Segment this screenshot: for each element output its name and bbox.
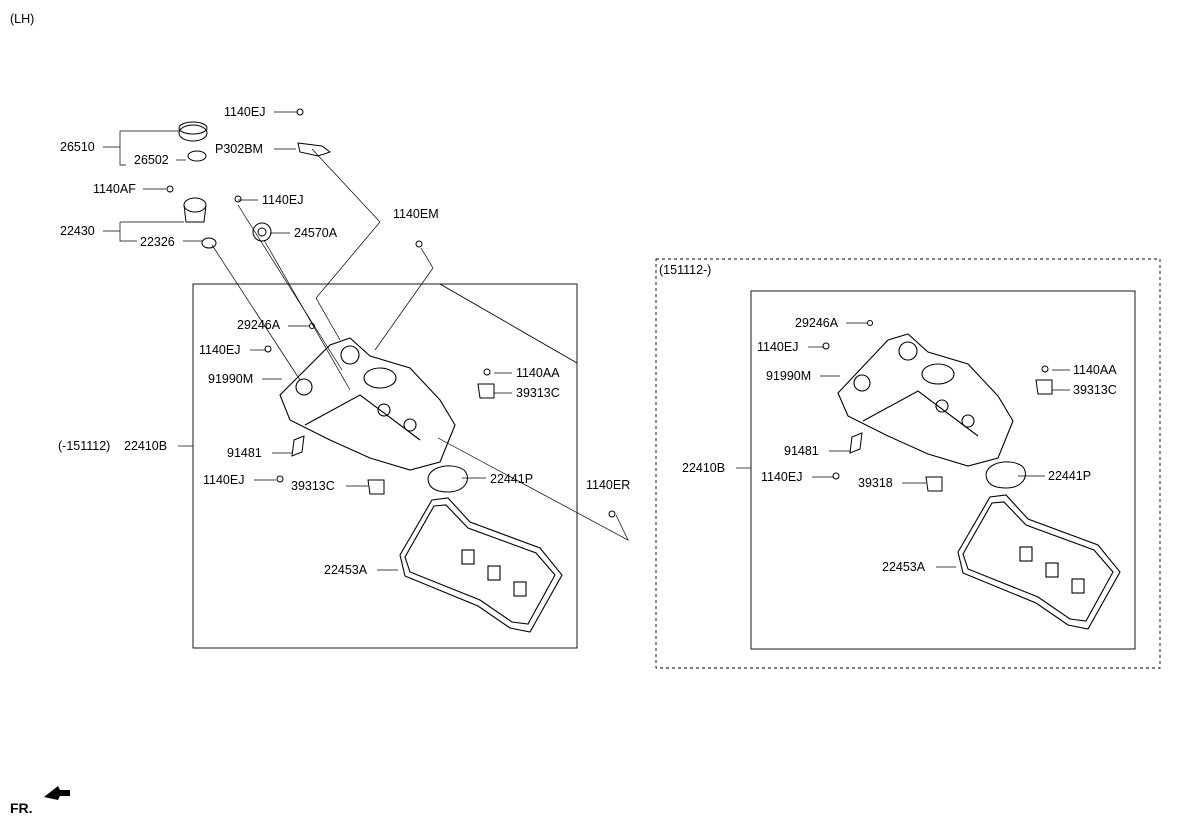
left-assembly-frame: [192, 283, 578, 649]
label-39313c-right: 39313C: [1073, 383, 1117, 397]
ring-sketch: [201, 237, 217, 249]
pcv-valve-sketch: [297, 142, 332, 157]
bolt-sketches-right: [822, 320, 1049, 480]
label-22326: 22326: [140, 235, 175, 249]
gasket-22441p-sketch-right: [985, 461, 1026, 489]
label-39313c-top-left: 39313C: [516, 386, 560, 400]
oil-filler-cap-sketch: [178, 121, 208, 142]
oil-control-valve-sketch-left: [367, 383, 495, 495]
label-22441p-left: 22441P: [490, 472, 534, 486]
cap-gasket-sketch: [187, 150, 207, 162]
revision-frame-dashed: [655, 258, 1161, 669]
leader-lines-right: [736, 322, 1070, 568]
sensor-24570a-sketch: [252, 222, 272, 242]
label-91990m-left: 91990M: [208, 372, 254, 386]
label-1140er: 1140ER: [586, 478, 631, 492]
label-26510: 26510: [60, 140, 95, 154]
revision-label-right: (151112-): [659, 263, 712, 277]
front-arrow-icon: [44, 786, 70, 800]
leader-lines-left: [103, 111, 629, 571]
label-24570a: 24570A: [294, 226, 338, 240]
label-91481-left: 91481: [227, 446, 262, 460]
front-label: FR.: [10, 800, 33, 816]
filler-neck-sketch: [183, 197, 207, 223]
gasket-22441p-sketch-left: [427, 465, 468, 493]
label-1140ej-cap: 1140EJ: [262, 193, 304, 207]
label-39318-right: 39318: [858, 476, 893, 490]
label-22453a-right: 22453A: [882, 560, 926, 574]
label-1140aa-right: 1140AA: [1073, 363, 1117, 377]
label-1140af: 1140AF: [93, 182, 136, 196]
label-22453a-left: 22453A: [324, 563, 368, 577]
head-cover-gasket-sketch-right: [957, 494, 1121, 630]
label-26502: 26502: [134, 153, 169, 167]
label-22410b-right: 22410B: [682, 461, 726, 475]
label-29246a-right: 29246A: [795, 316, 839, 330]
label-1140ej-mid-left: 1140EJ: [199, 343, 241, 357]
label-1140em: 1140EM: [393, 207, 439, 221]
label-22410b-left: 22410B: [124, 439, 168, 453]
bracket-91481-sketch-left: [291, 435, 305, 457]
bracket-91481-sketch-right: [849, 432, 863, 454]
label-1140ej-low-right: 1140EJ: [761, 470, 803, 484]
head-cover-gasket-sketch-left: [399, 497, 563, 633]
label-1140ej-low-left: 1140EJ: [203, 473, 245, 487]
label-91481-right: 91481: [784, 444, 819, 458]
label-39313c-low-left: 39313C: [291, 479, 335, 493]
revision-label-left: (-151112): [58, 439, 111, 453]
side-label: (LH): [10, 12, 35, 26]
cylinder-head-cover-sketch-left: [279, 337, 456, 471]
label-1140aa-left: 1140AA: [516, 366, 560, 380]
bolt-sketches-left: [166, 108, 616, 518]
label-1140ej-mid-right: 1140EJ: [757, 340, 799, 354]
cylinder-head-cover-sketch-right: [837, 333, 1014, 467]
right-assembly-frame: [750, 290, 1136, 650]
label-22441p-right: 22441P: [1048, 469, 1092, 483]
label-1140ej-top: 1140EJ: [224, 105, 266, 119]
label-29246a-left: 29246A: [237, 318, 281, 332]
label-p302bm: P302BM: [215, 142, 263, 156]
label-91990m-right: 91990M: [766, 369, 812, 383]
oil-control-valve-sketch-right: [925, 379, 1053, 492]
label-22430: 22430: [60, 224, 95, 238]
